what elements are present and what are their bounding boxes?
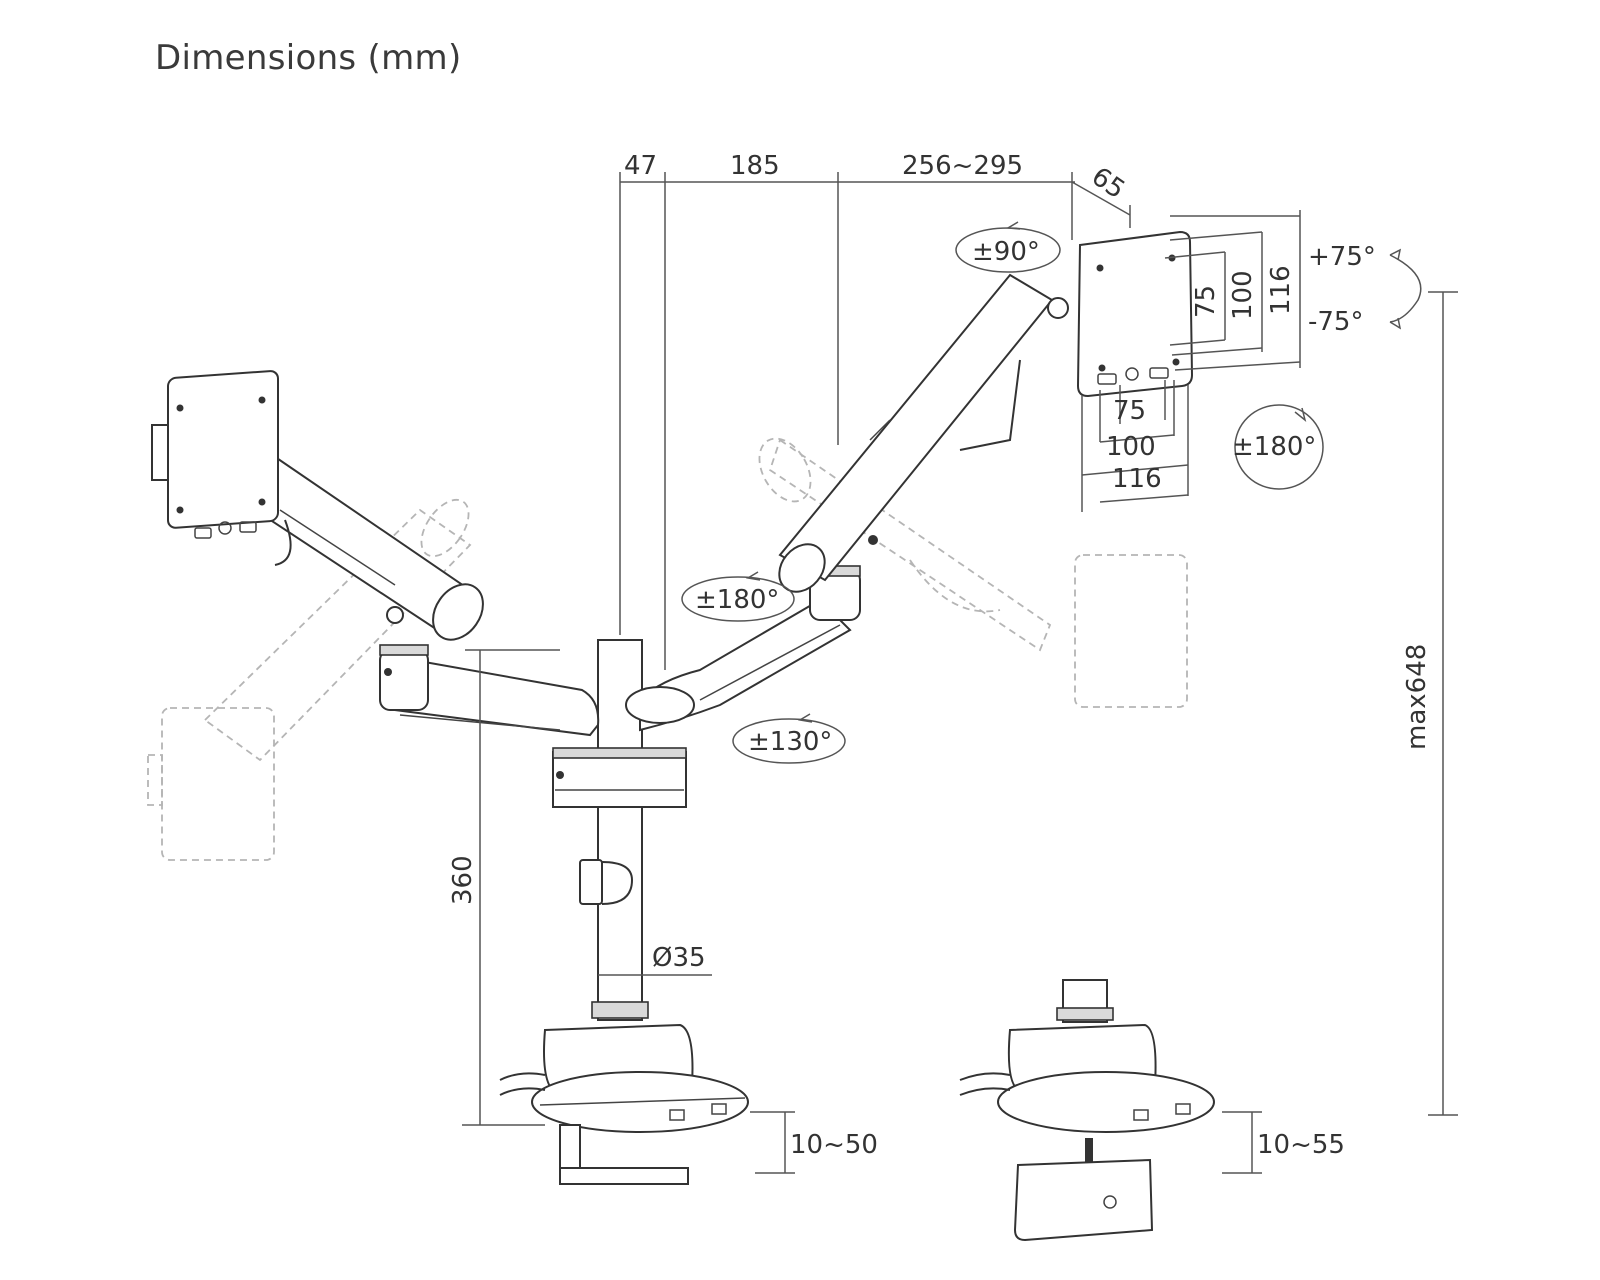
clamp-base-left bbox=[499, 1023, 749, 1185]
left-vesa-plate bbox=[151, 370, 279, 539]
rotation-130-label: ±130° bbox=[748, 727, 832, 757]
rotation-180-mid-label: ±180° bbox=[695, 585, 779, 615]
page-title: Dimensions (mm) bbox=[155, 38, 462, 78]
max-height-label: max648 bbox=[1402, 644, 1432, 750]
height-360-label: 360 bbox=[448, 855, 478, 905]
dimension-labels: 47 185 256~295 65 ±90° +75° -75° 75 100 … bbox=[448, 151, 1432, 1160]
rotation-90-label: ±90° bbox=[972, 237, 1040, 267]
tilt-up-label: +75° bbox=[1308, 242, 1376, 272]
rotation-180-right-label: ±180° bbox=[1232, 432, 1316, 462]
vesa-h100-label: 100 bbox=[1106, 432, 1156, 462]
vesa-v75-label: 75 bbox=[1191, 285, 1221, 318]
tilt-indicator bbox=[1389, 254, 1422, 323]
vesa-v100-label: 100 bbox=[1228, 270, 1258, 320]
ghost-right-arm bbox=[758, 437, 1188, 708]
right-upper-arm bbox=[778, 273, 1069, 593]
rotation-180-mid-indicator bbox=[681, 576, 795, 622]
clamp-10-50-label: 10~50 bbox=[790, 1130, 878, 1160]
dim-185-label: 185 bbox=[730, 151, 780, 181]
dim-47-label: 47 bbox=[624, 151, 657, 181]
rotation-indicators bbox=[681, 221, 1422, 764]
vesa-v116-label: 116 bbox=[1266, 265, 1296, 315]
vesa-h75-label: 75 bbox=[1113, 396, 1146, 426]
dim-256-295-label: 256~295 bbox=[902, 151, 1023, 181]
dimension-lines bbox=[462, 172, 1458, 1174]
right-lower-arm bbox=[625, 565, 861, 732]
vesa-h116-label: 116 bbox=[1112, 464, 1162, 494]
grommet-base-right bbox=[959, 979, 1215, 1242]
left-lower-arm bbox=[379, 644, 600, 737]
clamp-10-55-label: 10~55 bbox=[1257, 1130, 1345, 1160]
right-vesa-plate bbox=[1076, 230, 1194, 398]
tilt-down-label: -75° bbox=[1308, 307, 1363, 337]
rotation-180-right-indicator bbox=[1234, 404, 1324, 490]
dim-65-label: 65 bbox=[1086, 162, 1130, 206]
pole-hub bbox=[552, 747, 687, 808]
rotation-130-indicator bbox=[732, 718, 846, 764]
pole-diameter-label: Ø35 bbox=[652, 943, 706, 973]
ghost-left-arm bbox=[147, 498, 472, 861]
